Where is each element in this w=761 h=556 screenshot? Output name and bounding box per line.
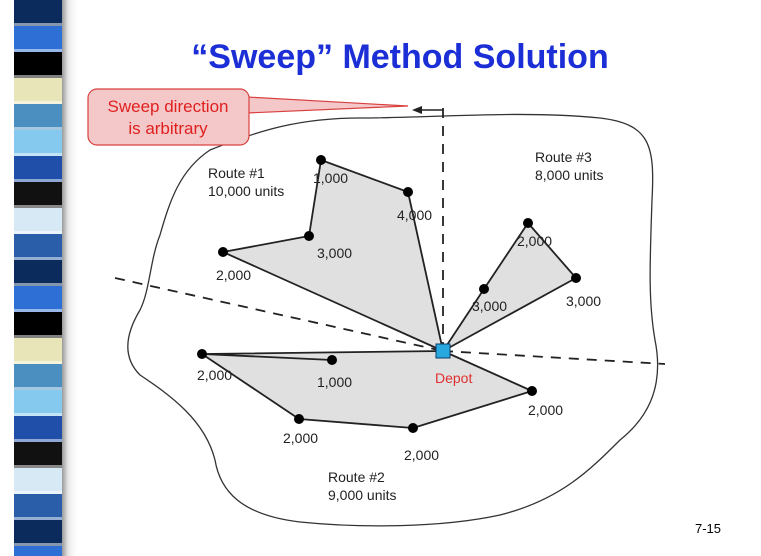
strip-separator — [14, 153, 62, 156]
stop-point — [523, 218, 533, 228]
strip-separator — [14, 413, 62, 416]
strip-block — [14, 468, 62, 494]
strip-separator — [14, 517, 62, 520]
strip-block — [14, 156, 62, 182]
strip-separator — [14, 49, 62, 52]
stop-label: 1,000 — [317, 374, 352, 390]
callout-line-1: Sweep direction — [108, 97, 229, 116]
stop-point — [527, 386, 537, 396]
strip-block — [14, 286, 62, 312]
route-1-units: 10,000 units — [208, 183, 284, 199]
sweep-line-right — [442, 350, 666, 365]
route-2-area — [201, 350, 533, 429]
stop-point — [294, 414, 304, 424]
service-region-outline — [127, 113, 659, 527]
strip-block — [14, 0, 62, 26]
depot-icon — [435, 343, 451, 359]
strip-block — [14, 234, 62, 260]
strip-block — [14, 416, 62, 442]
strip-separator — [14, 335, 62, 338]
stop-label: 2,000 — [517, 233, 552, 249]
stop-label: 3,000 — [472, 298, 507, 314]
stop-point — [327, 355, 337, 365]
route-2-stops — [197, 349, 537, 433]
strip-separator — [14, 439, 62, 442]
callout-pointer — [246, 96, 409, 114]
route-1-area — [222, 159, 444, 352]
strip-separator — [14, 205, 62, 208]
stop-label: 1,000 — [313, 170, 348, 186]
strip-separator — [14, 491, 62, 494]
strip-separator — [14, 75, 62, 78]
stop-label: 2,000 — [216, 267, 251, 283]
stop-point — [571, 273, 581, 283]
arrow-head-icon — [412, 106, 422, 114]
strip-block — [14, 520, 62, 546]
strip-separator — [14, 543, 62, 546]
route-3-name: Route #3 — [535, 149, 592, 165]
stop-label: 2,000 — [283, 430, 318, 446]
page-number: 7-15 — [694, 521, 721, 536]
strip-block — [14, 78, 62, 104]
route-1-stops — [218, 155, 413, 257]
strip-block — [14, 130, 62, 156]
strip-separator — [14, 23, 62, 26]
strip-block — [14, 260, 62, 286]
stop-label: 3,000 — [317, 245, 352, 261]
strip-separator — [14, 127, 62, 130]
strip-block — [14, 364, 62, 390]
strip-separator — [14, 465, 62, 468]
stop-label: 2,000 — [528, 402, 563, 418]
callout-line-2: is arbitrary — [128, 119, 208, 138]
route-2-name: Route #2 — [328, 469, 385, 485]
slide-title: “Sweep” Method Solution — [191, 38, 609, 76]
strip-separator — [14, 231, 62, 234]
strip-block — [14, 494, 62, 520]
stop-point — [316, 155, 326, 165]
strip-separator — [14, 361, 62, 364]
strip-separator — [14, 257, 62, 260]
callout-box — [87, 88, 250, 146]
strip-separator — [14, 283, 62, 286]
route-2-leg — [201, 353, 333, 361]
strip-separator — [14, 101, 62, 104]
strip-block — [14, 546, 62, 556]
stop-point — [218, 247, 228, 257]
sweep-line-left — [114, 277, 444, 352]
strip-block — [14, 390, 62, 416]
strip-block — [14, 338, 62, 364]
strip-block — [14, 208, 62, 234]
strip-block — [14, 104, 62, 130]
route-3-units: 8,000 units — [535, 167, 604, 183]
stop-point — [197, 349, 207, 359]
strip-block — [14, 312, 62, 338]
stop-label: 4,000 — [397, 207, 432, 223]
strip-separator — [14, 309, 62, 312]
route-2-units: 9,000 units — [328, 487, 397, 503]
decorative-strip — [14, 0, 80, 556]
route-1-name: Route #1 — [208, 165, 265, 181]
strip-block — [14, 26, 62, 52]
route-3-stops — [479, 218, 581, 294]
strip-separator — [14, 179, 62, 182]
route-3-area — [442, 222, 577, 352]
strip-block — [14, 52, 62, 78]
depot-label: Depot — [435, 370, 472, 386]
strip-separator — [14, 387, 62, 390]
stop-point — [479, 284, 489, 294]
stop-label: 2,000 — [404, 447, 439, 463]
stop-label: 3,000 — [566, 293, 601, 309]
stop-point — [408, 423, 418, 433]
stop-point — [403, 187, 413, 197]
strip-block — [14, 182, 62, 208]
stop-label: 2,000 — [197, 367, 232, 383]
stop-point — [304, 231, 314, 241]
strip-block — [14, 442, 62, 468]
